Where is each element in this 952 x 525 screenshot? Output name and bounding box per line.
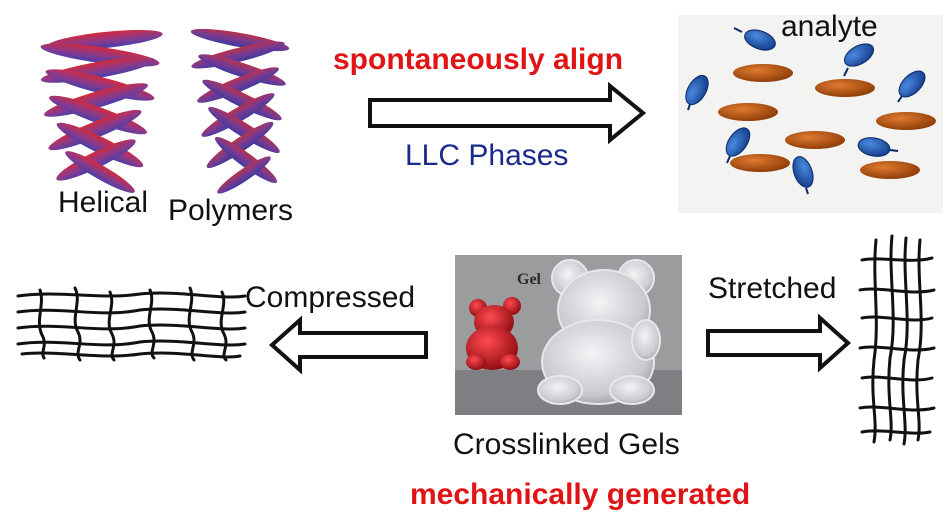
gel-photo-label: Gel [517,271,541,288]
stretched-network [858,234,936,446]
stretched-label: Stretched [708,272,837,305]
mechanically-generated-label: mechanically generated [410,478,751,511]
llc-phases-label: LLC Phases [405,139,569,172]
analyte-label: analyte [781,10,878,43]
helix-stack-left [40,29,163,193]
align-arrow [368,81,647,145]
llc-phase-panel [678,15,943,213]
compressed-network [16,286,247,362]
helix-stack-right [190,28,290,194]
compressed-arrow [268,315,428,375]
gel-photo [455,255,682,415]
polymers-label: Polymers [168,194,294,227]
helical-label: Helical [58,186,149,219]
red-gel-bear [466,297,521,370]
analyte-molecules [685,27,926,195]
orange-ellipsoids [718,64,936,179]
spontaneously-align-label: spontaneously align [333,43,624,76]
crosslinked-gels-label: Crosslinked Gels [453,428,680,461]
compressed-label: Compressed [245,281,416,314]
clear-gel-bear [537,259,661,405]
stretched-arrow [706,313,852,373]
